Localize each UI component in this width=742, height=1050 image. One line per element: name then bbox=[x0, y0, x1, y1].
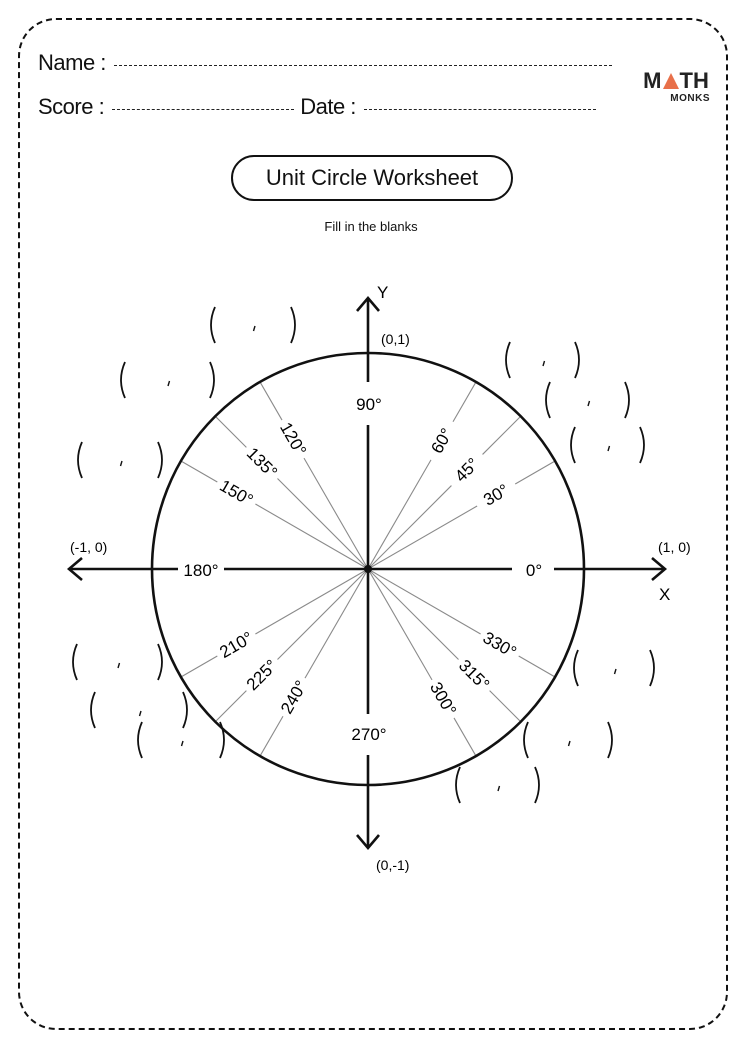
coordinate-blanks bbox=[72, 306, 655, 804]
spoke-315 bbox=[367, 568, 459, 660]
spoke-150 bbox=[180, 460, 218, 483]
x-axis bbox=[66, 557, 668, 581]
up-arrow-icon bbox=[356, 295, 380, 312]
spoke-60 bbox=[452, 381, 477, 423]
date-field[interactable] bbox=[363, 109, 596, 110]
score-label: Score : bbox=[38, 94, 105, 119]
coordinate-blank-240[interactable] bbox=[137, 721, 225, 759]
coordinate-blank-315[interactable] bbox=[523, 721, 613, 759]
spoke-300 bbox=[453, 717, 477, 757]
coordinate-blank-30[interactable] bbox=[570, 426, 645, 464]
name-label: Name : bbox=[38, 50, 106, 75]
spoke-120 bbox=[303, 457, 369, 570]
spoke-150 bbox=[255, 503, 369, 570]
coordinate-blank-45[interactable] bbox=[545, 381, 630, 419]
angle-label-45: 45° bbox=[451, 454, 483, 486]
angle-label-150: 150° bbox=[216, 476, 256, 510]
left-arrow-icon bbox=[66, 557, 83, 581]
name-field[interactable] bbox=[113, 65, 612, 66]
spoke-135 bbox=[277, 478, 369, 570]
logo-text-m: M bbox=[643, 68, 662, 93]
logo-subtext: MONKS bbox=[670, 93, 710, 104]
down-arrow-icon bbox=[356, 834, 380, 851]
angle-label-315: 315° bbox=[455, 656, 493, 694]
angle-label-210: 210° bbox=[216, 628, 256, 662]
spoke-120 bbox=[259, 381, 283, 421]
angle-label-270: 270° bbox=[351, 725, 386, 744]
coordinate-blank-225[interactable] bbox=[90, 691, 188, 729]
spoke-240 bbox=[304, 568, 369, 679]
spoke-315 bbox=[489, 690, 522, 723]
coordinate-blank-330[interactable] bbox=[573, 649, 655, 687]
angle-label-330: 330° bbox=[480, 628, 520, 662]
angle-label-120: 120° bbox=[276, 419, 310, 459]
instructions: Fill in the blanks bbox=[324, 219, 418, 234]
spoke-45 bbox=[482, 415, 522, 455]
angle-label-240: 240° bbox=[277, 677, 311, 717]
angle-label-0: 0° bbox=[526, 561, 542, 580]
coordinate-blank-210[interactable] bbox=[72, 643, 163, 681]
right-arrow-icon bbox=[651, 557, 668, 581]
spoke-30 bbox=[514, 460, 556, 485]
y-axis bbox=[356, 295, 380, 851]
y-axis-label: Y bbox=[377, 283, 388, 302]
spoke-60 bbox=[367, 459, 432, 570]
angle-spokes bbox=[180, 381, 556, 757]
angle-label-135: 135° bbox=[243, 444, 281, 482]
spoke-45 bbox=[367, 485, 452, 570]
score-field[interactable] bbox=[112, 109, 295, 110]
triangle-icon bbox=[662, 73, 679, 89]
spoke-210 bbox=[255, 568, 369, 635]
coordinate-blank-150[interactable] bbox=[77, 441, 163, 479]
worksheet-border bbox=[18, 18, 728, 1030]
score-date-row: Score : Date : bbox=[38, 94, 602, 120]
point-top-label: (0,1) bbox=[381, 331, 410, 347]
date-label: Date : bbox=[300, 94, 356, 119]
angle-label-90: 90° bbox=[356, 395, 382, 414]
spoke-330 bbox=[367, 568, 481, 635]
math-monks-logo: M TH MONKS bbox=[636, 68, 716, 105]
spoke-210 bbox=[180, 655, 218, 678]
worksheet-title: Unit Circle Worksheet bbox=[231, 155, 513, 201]
spoke-225 bbox=[277, 568, 369, 660]
spoke-30 bbox=[367, 505, 478, 570]
angle-label-180: 180° bbox=[183, 561, 218, 580]
angle-label-60: 60° bbox=[427, 425, 456, 457]
point-right-label: (1, 0) bbox=[658, 539, 691, 555]
spoke-330 bbox=[518, 655, 556, 678]
coordinate-blank-300[interactable] bbox=[455, 766, 540, 804]
point-bottom-label: (0,-1) bbox=[376, 857, 409, 873]
spoke-225 bbox=[214, 690, 247, 723]
spoke-300 bbox=[367, 568, 433, 681]
origin-point bbox=[364, 565, 372, 573]
spoke-135 bbox=[214, 415, 247, 448]
x-axis-label: X bbox=[659, 585, 670, 604]
angle-label-30: 30° bbox=[480, 480, 512, 509]
angle-label-300: 300° bbox=[426, 679, 460, 719]
coordinate-blank-135[interactable] bbox=[120, 361, 215, 399]
point-left-label: (-1, 0) bbox=[70, 539, 107, 555]
name-row: Name : bbox=[38, 50, 618, 76]
spoke-240 bbox=[259, 715, 284, 757]
coordinate-blank-120[interactable] bbox=[210, 306, 296, 344]
logo-text-th: TH bbox=[679, 68, 709, 93]
angle-label-225: 225° bbox=[243, 656, 281, 694]
coordinate-blank-60[interactable] bbox=[505, 341, 580, 379]
